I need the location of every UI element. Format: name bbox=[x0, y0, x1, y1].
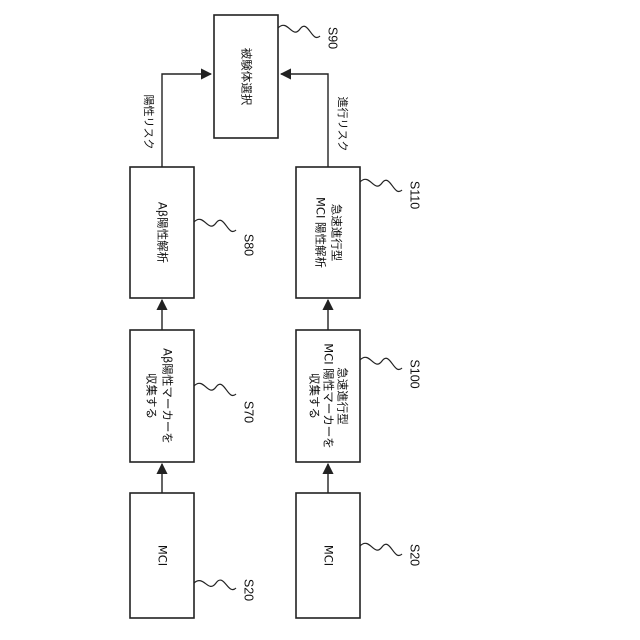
box-collect-rapid-line1: 急速進行型 bbox=[336, 367, 350, 425]
box-mci-bottom-label: MCI bbox=[322, 545, 336, 566]
step-label-s90: S90 bbox=[326, 27, 340, 49]
box-mci-top: MCI bbox=[130, 493, 194, 618]
leader-s70 bbox=[194, 383, 236, 395]
leader-s80 bbox=[194, 219, 236, 231]
box-mci-bottom: MCI bbox=[296, 493, 360, 618]
box-rapid-analysis: 急速進行型 MCI 陽性解析 bbox=[296, 167, 360, 298]
arrow-rapid-analysis-to-selection bbox=[281, 74, 328, 167]
box-collect-rapid-marker: 急速進行型 MCI 陽性マーカーを 収集する bbox=[296, 330, 360, 462]
box-subject-selection-label: 被験体選択 bbox=[240, 48, 254, 106]
step-label-s70: S70 bbox=[242, 401, 256, 423]
arrow-ab-analysis-to-selection bbox=[162, 74, 211, 167]
box-rapid-analysis-line2: MCI 陽性解析 bbox=[314, 197, 328, 268]
leader-s20-bottom bbox=[360, 543, 402, 555]
step-label-s100: S100 bbox=[408, 359, 422, 388]
leader-s90 bbox=[278, 25, 320, 37]
leader-s20-top bbox=[194, 580, 236, 590]
box-collect-rapid-line3: 収集する bbox=[308, 373, 322, 419]
box-collect-rapid-line2: MCI 陽性マーカーを bbox=[322, 343, 336, 449]
edge-label-progression-risk: 進行リスク bbox=[336, 97, 349, 152]
leader-s100 bbox=[360, 357, 402, 369]
step-label-s110: S110 bbox=[408, 181, 422, 209]
leader-s110 bbox=[360, 179, 402, 191]
box-collect-ab-line2: 収集する bbox=[145, 373, 159, 419]
box-ab-analysis-label: Aβ陽性解析 bbox=[156, 202, 170, 263]
box-mci-top-label: MCI bbox=[156, 545, 170, 566]
box-collect-ab-marker: Aβ陽性マーカーを 収集する bbox=[130, 330, 194, 462]
box-subject-selection: 被験体選択 bbox=[214, 15, 278, 138]
edge-label-positive-risk: 陽性リスク bbox=[142, 95, 156, 150]
step-label-s80: S80 bbox=[242, 234, 256, 256]
step-label-s20-top: S20 bbox=[242, 579, 256, 601]
box-ab-analysis: Aβ陽性解析 bbox=[130, 167, 194, 298]
step-label-s20-bottom: S20 bbox=[408, 544, 422, 566]
box-rapid-analysis-line1: 急速進行型 bbox=[330, 204, 344, 262]
box-collect-ab-line1: Aβ陽性マーカーを bbox=[161, 348, 175, 444]
